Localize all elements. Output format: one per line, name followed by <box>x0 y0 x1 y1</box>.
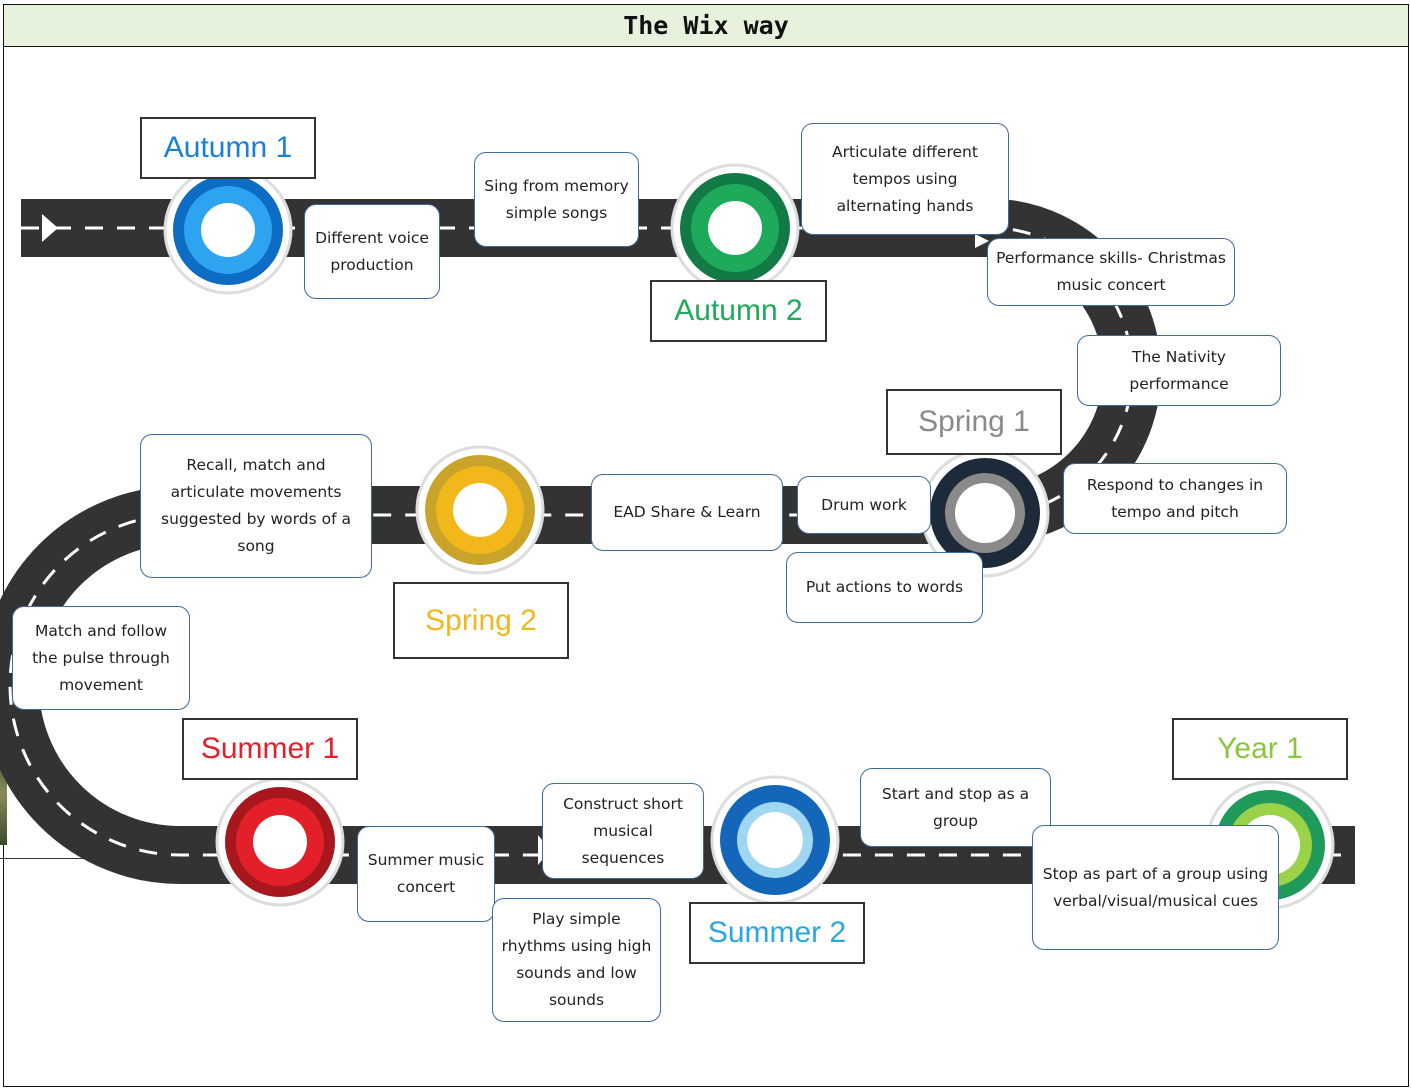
activity-note: Articulate different tempos using altern… <box>801 123 1009 235</box>
activity-note: Start and stop as a group <box>860 768 1051 847</box>
activity-note: Different voice production <box>304 204 440 299</box>
start-arrow-icon <box>42 214 58 242</box>
divider-line <box>0 858 108 859</box>
marker-autumn-1 <box>163 165 293 295</box>
term-label-spring-1: Spring 1 <box>886 389 1062 455</box>
marker-summer-2 <box>710 775 840 905</box>
term-label-autumn-1: Autumn 1 <box>140 117 316 179</box>
activity-note: Sing from memory simple songs <box>474 152 639 247</box>
activity-note: Stop as part of a group using verbal/vis… <box>1032 825 1279 950</box>
activity-note: Play simple rhythms using high sounds an… <box>492 898 661 1022</box>
activity-note: The Nativity performance <box>1077 335 1281 406</box>
marker-summer-1 <box>215 777 345 907</box>
term-label-summer-1: Summer 1 <box>182 718 358 780</box>
term-label-spring-2: Spring 2 <box>393 582 569 659</box>
marker-spring-2 <box>415 445 545 575</box>
term-label-summer-2: Summer 2 <box>689 902 865 964</box>
activity-note: EAD Share & Learn <box>591 474 783 551</box>
activity-note: Construct short musical sequences <box>542 783 704 879</box>
activity-note: Recall, match and articulate movements s… <box>140 434 372 578</box>
term-label-year-1: Year 1 <box>1172 718 1348 780</box>
term-label-autumn-2: Autumn 2 <box>650 280 827 342</box>
activity-note: Respond to changes in tempo and pitch <box>1063 463 1287 534</box>
activity-note: Drum work <box>797 476 931 534</box>
page-title: The Wix way <box>3 4 1409 47</box>
direction-arrow-icon <box>975 234 989 248</box>
activity-note: Put actions to words <box>786 552 983 623</box>
marker-autumn-2 <box>670 163 800 293</box>
activity-note: Summer music concert <box>357 826 495 922</box>
activity-note: Performance skills- Christmas music conc… <box>987 238 1235 306</box>
activity-note: Match and follow the pulse through movem… <box>12 606 190 710</box>
marker-spring-1 <box>920 448 1050 578</box>
